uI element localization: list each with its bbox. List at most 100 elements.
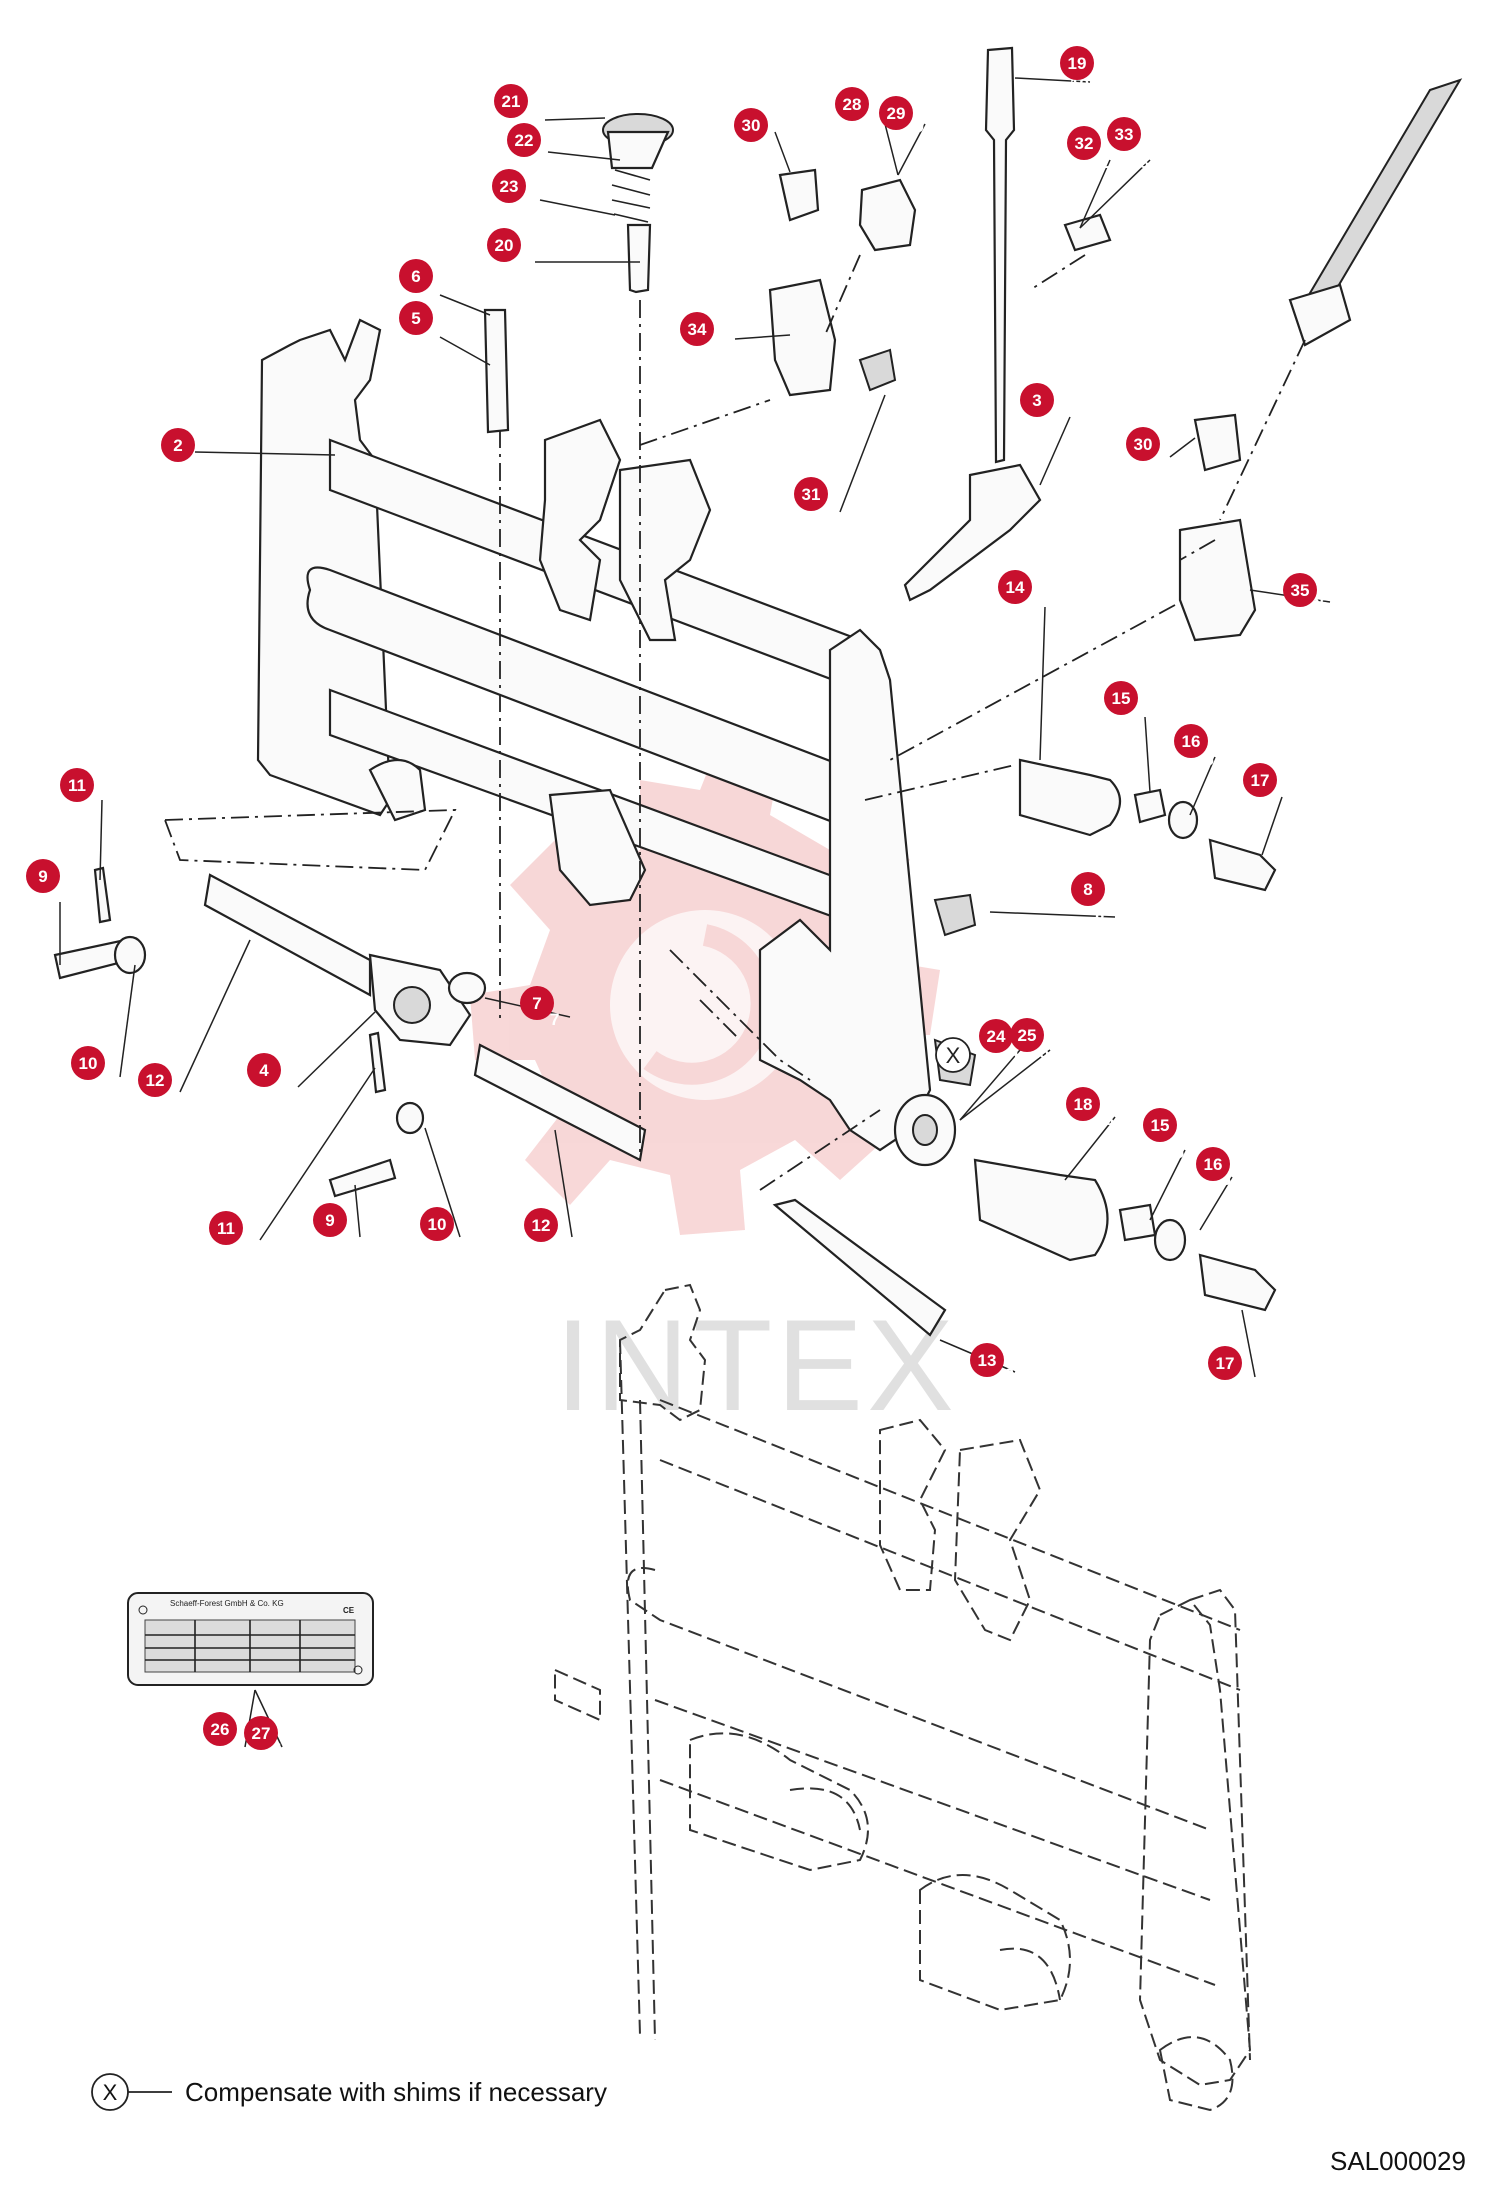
callout-badge-label: 15 (1112, 689, 1131, 708)
callout-badge (494, 84, 528, 118)
callout-badge (1208, 1346, 1242, 1380)
callout-leader-line (734, 334, 791, 340)
callout-leader-line (897, 123, 926, 176)
callout-badge-label: 35 (1291, 581, 1310, 600)
footnote: X Compensate with shims if necessary (91, 2073, 607, 2111)
callout-badge-label: 12 (532, 1216, 551, 1235)
part-number-text: 11 (240, 1233, 258, 1252)
nameplate: Schaeff-Forest GmbH & Co. KG CE (127, 1592, 374, 1686)
callout-badge-label: 17 (1251, 771, 1270, 790)
callout-badge (1143, 1108, 1177, 1142)
part-number-text: 3 (1050, 410, 1059, 429)
callout-badge-label: 2 (173, 436, 182, 455)
callout-c8: 88 (989, 872, 1116, 929)
callout-badge (879, 96, 913, 130)
callout-leader-line (1241, 1309, 1256, 1378)
callout-badge-label: 9 (325, 1211, 334, 1230)
callout-badge (492, 169, 526, 203)
callout-badge-label: 16 (1182, 732, 1201, 751)
callout-badge-label: 13 (978, 1351, 997, 1370)
callout-badge (244, 1716, 278, 1750)
shim-marker: X (935, 1037, 971, 1073)
part-number-text: 9 (40, 895, 49, 914)
callout-badge-label: 6 (411, 267, 420, 286)
callout-badge-label: 28 (843, 95, 862, 114)
callout-leader-line (1079, 159, 1111, 229)
callout-leader-line (194, 451, 336, 456)
part-number-text: 23 (520, 193, 539, 212)
callout-leader-line (554, 1129, 573, 1238)
callout-leader-line (99, 799, 103, 881)
watermark-text: INTEX (555, 1292, 958, 1438)
drawing-code: SAL000029 (1330, 2146, 1466, 2176)
callout-badge (420, 1207, 454, 1241)
part-number-text: 20 (515, 255, 534, 274)
callout-leader-line (1039, 416, 1071, 486)
callout-leader-line (354, 1184, 361, 1238)
callout-badge (835, 87, 869, 121)
part-number-text: 9 (340, 1230, 349, 1249)
callout-badge-label: 21 (502, 92, 521, 111)
part-number-text: 5 (420, 330, 429, 349)
callout-badge-label: 11 (68, 776, 86, 795)
part-number-text: 28 (865, 117, 884, 136)
callout-leader-line (989, 911, 1116, 918)
assembly-lines (163, 254, 1306, 1191)
part-number-text: 32 (1090, 153, 1109, 172)
callout-badge (399, 301, 433, 335)
callout-badge-label: 31 (802, 485, 821, 504)
callout-badge-label: 19 (1068, 54, 1087, 73)
nameplate-brand: Schaeff-Forest GmbH & Co. KG (170, 1599, 284, 1608)
callout-leader-line (1199, 1176, 1233, 1231)
callout-badge (970, 1343, 1004, 1377)
callout-badge-label: 23 (500, 177, 519, 196)
callout-badge-label: 33 (1115, 125, 1134, 144)
callout-badge-label: 5 (411, 309, 420, 328)
callout-badge (60, 768, 94, 802)
callout-badge-label: 32 (1075, 134, 1094, 153)
callout-leader-line (1014, 77, 1091, 83)
callout-badge-label: 30 (1134, 435, 1153, 454)
callout-badge-label: 27 (252, 1724, 271, 1743)
callout-badge (71, 1046, 105, 1080)
callout-badge-label: 18 (1074, 1095, 1093, 1114)
part-number-text: 7 (550, 1010, 559, 1029)
callout-badge (203, 1712, 237, 1746)
callout-badge (487, 228, 521, 262)
callout-badge (794, 477, 828, 511)
callout-leader-line (1189, 756, 1216, 816)
callout-layer: 2233445566778899991010101011111111121212… (26, 46, 1331, 1759)
callout-badge-label: 10 (79, 1054, 98, 1073)
callout-leader-line (544, 117, 606, 121)
callout-c2: 22 (161, 428, 336, 464)
callout-leader-line (297, 1011, 376, 1088)
callout-leader-line (959, 1049, 1051, 1121)
callout-leader-line (439, 336, 491, 366)
part-number-text: 4 (278, 1080, 288, 1099)
callout-badge-label: 9 (38, 867, 47, 886)
callout-leader-line (959, 1049, 1021, 1121)
part-number-text: 35 (1310, 595, 1329, 614)
callout-leader-line (259, 1067, 376, 1241)
footnote-symbol: X (103, 2080, 118, 2105)
callout-badge-label: 29 (887, 104, 906, 123)
